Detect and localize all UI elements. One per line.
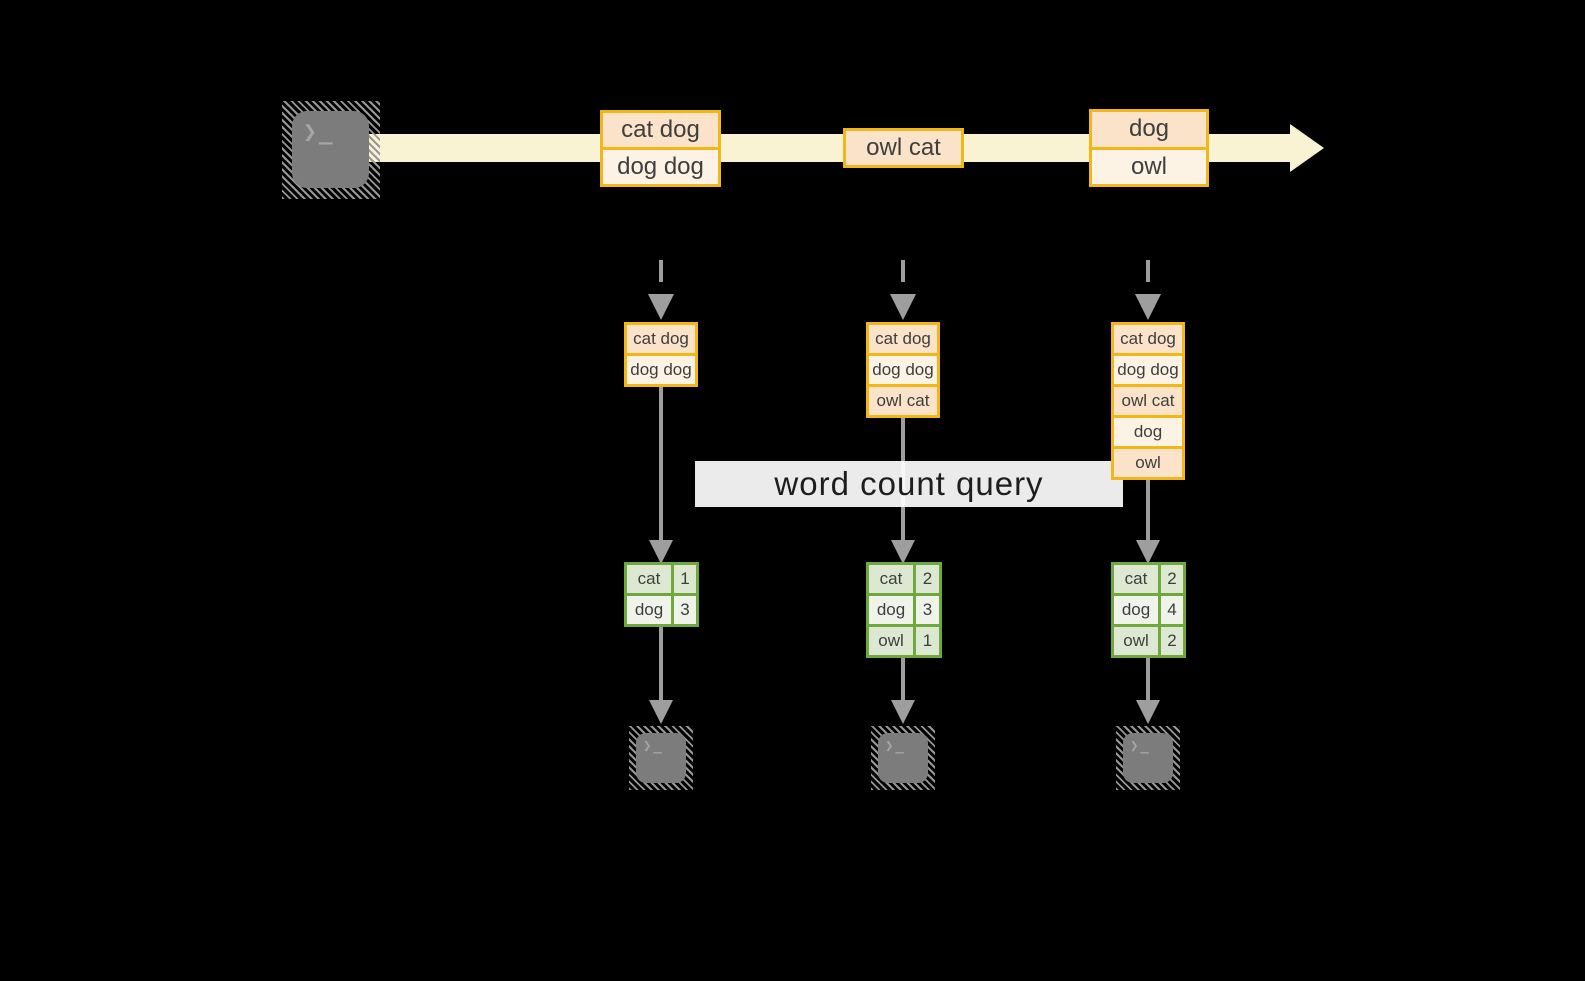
terminal-prompt-icon: ❯_ xyxy=(885,738,906,754)
terminal-prompt-icon: ❯_ xyxy=(643,738,664,754)
flow-line xyxy=(1146,658,1150,700)
buffered-record: cat dog xyxy=(869,325,937,353)
window-buffer-3: cat dog dog dog owl cat dog owl xyxy=(1111,322,1185,480)
buffered-record: owl cat xyxy=(1114,384,1182,415)
count-row: cat 2 xyxy=(869,565,939,593)
terminal-screen: ❯_ xyxy=(636,733,686,783)
flow-arrowhead-icon xyxy=(1136,540,1160,564)
ingest-arrowhead-icon xyxy=(890,294,916,320)
count-value: 1 xyxy=(916,627,939,655)
count-row: dog 3 xyxy=(869,593,939,624)
window-buffer-2: cat dog dog dog owl cat xyxy=(866,322,940,418)
count-word: cat xyxy=(869,565,916,593)
count-value: 2 xyxy=(1161,627,1183,655)
terminal-screen: ❯_ xyxy=(292,111,369,188)
count-value: 2 xyxy=(1161,565,1183,593)
count-word: cat xyxy=(1114,565,1161,593)
flow-arrowhead-icon xyxy=(891,540,915,564)
buffered-record: cat dog xyxy=(1114,325,1182,353)
stream-record: cat dog xyxy=(603,113,718,147)
flow-line xyxy=(901,658,905,700)
count-value: 4 xyxy=(1161,596,1183,624)
count-table-3: cat 2 dog 4 owl 2 xyxy=(1111,562,1186,658)
stream-batch-1: cat dog dog dog xyxy=(600,110,721,187)
terminal-screen: ❯_ xyxy=(878,733,928,783)
count-value: 2 xyxy=(916,565,939,593)
count-word: dog xyxy=(1114,596,1161,624)
sink-terminal-icon: ❯_ xyxy=(629,726,693,790)
count-word: owl xyxy=(869,627,916,655)
stream-record: dog dog xyxy=(603,147,718,184)
count-row: dog 4 xyxy=(1114,593,1183,624)
stream-batch-2: owl cat xyxy=(843,128,964,168)
ingest-arrow-dash xyxy=(1146,260,1150,282)
query-label-band: word count query xyxy=(695,461,1123,507)
flow-line xyxy=(659,387,663,540)
flow-line xyxy=(659,627,663,700)
ingest-arrowhead-icon xyxy=(648,294,674,320)
count-value: 3 xyxy=(916,596,939,624)
count-value: 1 xyxy=(674,565,696,593)
count-table-1: cat 1 dog 3 xyxy=(624,562,699,627)
ingest-arrow-dash xyxy=(901,260,905,282)
stream-record: owl cat xyxy=(846,131,961,165)
source-terminal-icon: ❯_ xyxy=(282,101,380,199)
count-row: cat 2 xyxy=(1114,565,1183,593)
count-row: owl 2 xyxy=(1114,624,1183,655)
stream-batch-3: dog owl xyxy=(1089,109,1209,187)
window-buffer-1: cat dog dog dog xyxy=(624,322,698,387)
flow-arrowhead-icon xyxy=(649,700,673,724)
flow-arrowhead-icon xyxy=(1136,700,1160,724)
ingest-arrow-dash xyxy=(659,260,663,282)
count-word: cat xyxy=(627,565,674,593)
sink-terminal-icon: ❯_ xyxy=(871,726,935,790)
count-table-2: cat 2 dog 3 owl 1 xyxy=(866,562,942,658)
stream-arrowhead-icon xyxy=(1290,124,1324,172)
query-label: word count query xyxy=(774,465,1044,502)
sink-terminal-icon: ❯_ xyxy=(1116,726,1180,790)
buffered-record: dog dog xyxy=(1114,353,1182,384)
flow-arrowhead-icon xyxy=(891,700,915,724)
count-word: dog xyxy=(869,596,916,624)
count-word: owl xyxy=(1114,627,1161,655)
stream-record: owl xyxy=(1092,146,1206,184)
count-value: 3 xyxy=(674,596,696,624)
count-word: dog xyxy=(627,596,674,624)
count-row: owl 1 xyxy=(869,624,939,655)
buffered-record: dog xyxy=(1114,415,1182,446)
terminal-prompt-icon: ❯_ xyxy=(1130,738,1151,754)
count-row: cat 1 xyxy=(627,565,696,593)
count-row: dog 3 xyxy=(627,593,696,624)
buffered-record: dog dog xyxy=(627,353,695,384)
ingest-arrowhead-icon xyxy=(1135,294,1161,320)
terminal-screen: ❯_ xyxy=(1123,733,1173,783)
terminal-prompt-icon: ❯_ xyxy=(303,119,335,145)
buffered-record: owl cat xyxy=(869,384,937,415)
buffered-record: cat dog xyxy=(627,325,695,353)
flow-line xyxy=(1146,480,1150,540)
buffered-record: dog dog xyxy=(869,353,937,384)
buffered-record: owl xyxy=(1114,446,1182,477)
flow-arrowhead-icon xyxy=(649,540,673,564)
stream-record: dog xyxy=(1092,112,1206,147)
